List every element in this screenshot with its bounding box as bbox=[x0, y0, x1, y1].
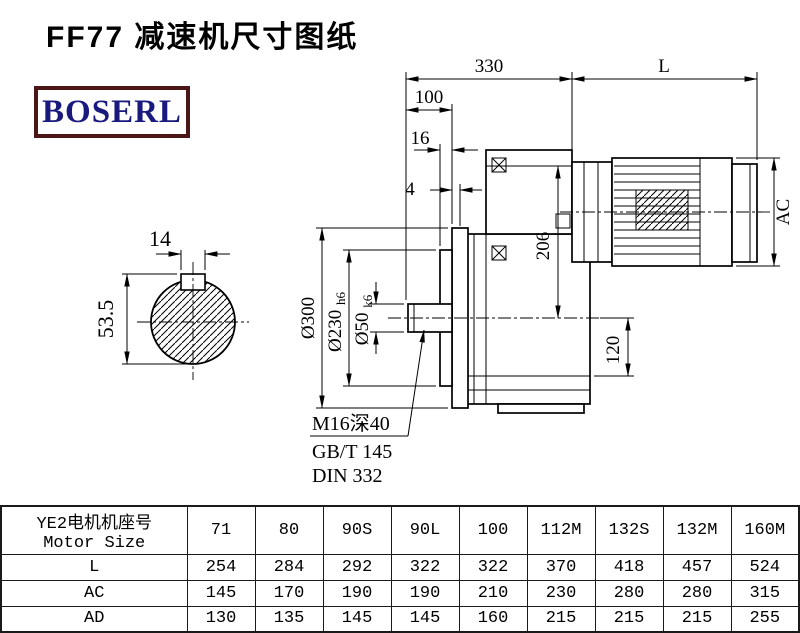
value-cell: 370 bbox=[526, 553, 596, 581]
dim-spigot-dia-value: Ø230 bbox=[325, 310, 346, 352]
row-label: L bbox=[0, 553, 188, 581]
motor-size-header-cn: YE2电机机座号 bbox=[36, 514, 153, 534]
value-cell: 215 bbox=[594, 605, 664, 633]
value-cell: 135 bbox=[254, 605, 324, 633]
brand-logo-text: BOSERL bbox=[42, 93, 182, 130]
brand-logo: BOSERL bbox=[34, 86, 190, 138]
size-col-header: 112M bbox=[526, 505, 596, 555]
value-cell: 284 bbox=[254, 553, 324, 581]
dim-16-label: 16 bbox=[411, 128, 430, 149]
row-label: AD bbox=[0, 605, 188, 633]
dim-120-label: 120 bbox=[603, 336, 624, 365]
dim-spigot-tolerance: h6 bbox=[333, 292, 348, 306]
size-col-header: 71 bbox=[186, 505, 256, 555]
dim-4-label: 4 bbox=[405, 179, 415, 200]
row-label: AC bbox=[0, 579, 188, 607]
bolt-symbol bbox=[491, 157, 507, 173]
value-cell: 160 bbox=[458, 605, 528, 633]
motor-size-header: YE2电机机座号 Motor Size bbox=[0, 505, 188, 555]
value-cell: 215 bbox=[526, 605, 596, 633]
size-col-header: 160M bbox=[730, 505, 800, 555]
dim-330-label: 330 bbox=[475, 56, 504, 77]
dimensions: 330 L 100 16 4 AC 206 bbox=[298, 56, 794, 409]
value-cell: 130 bbox=[186, 605, 256, 633]
standard-gbt-label: GB/T 145 bbox=[312, 441, 392, 463]
bolt-symbol bbox=[491, 245, 507, 261]
dim-key-height-label: 53.5 bbox=[93, 300, 118, 339]
value-cell: 457 bbox=[662, 553, 732, 581]
dim-shaft-dia-value: Ø50 bbox=[352, 313, 373, 346]
value-cell: 190 bbox=[390, 579, 460, 607]
dim-L-label: L bbox=[658, 56, 670, 77]
page-title: FF77 减速机尺寸图纸 bbox=[46, 21, 359, 54]
dim-shaft-dia-label: Ø50 k6 bbox=[352, 294, 375, 345]
size-col-header: 80 bbox=[254, 505, 324, 555]
value-cell: 315 bbox=[730, 579, 800, 607]
value-cell: 524 bbox=[730, 553, 800, 581]
value-cell: 322 bbox=[458, 553, 528, 581]
dim-key-width-label: 14 bbox=[149, 226, 171, 251]
thread-note: M16深40 GB/T 145 DIN 332 bbox=[310, 329, 425, 487]
tap-note-label: M16深40 bbox=[312, 412, 390, 435]
value-cell: 170 bbox=[254, 579, 324, 607]
dim-AC-label: AC bbox=[773, 199, 794, 225]
motor-size-header-en: Motor Size bbox=[43, 533, 146, 553]
table-row-AD: AD 130 135 145 145 160 215 215 215 255 bbox=[0, 605, 800, 633]
table-row-AC: AC 145 170 190 190 210 230 280 280 315 bbox=[0, 579, 800, 607]
standard-din-label: DIN 332 bbox=[312, 465, 383, 487]
value-cell: 190 bbox=[322, 579, 392, 607]
value-cell: 145 bbox=[322, 605, 392, 633]
value-cell: 255 bbox=[730, 605, 800, 633]
value-cell: 254 bbox=[186, 553, 256, 581]
shaft-section-view: 14 53.5 bbox=[93, 226, 249, 380]
table-row-L: L 254 284 292 322 322 370 418 457 524 bbox=[0, 553, 800, 581]
size-col-header: 132S bbox=[594, 505, 664, 555]
value-cell: 210 bbox=[458, 579, 528, 607]
dim-100-label: 100 bbox=[415, 87, 444, 108]
value-cell: 230 bbox=[526, 579, 596, 607]
table-header-row: YE2电机机座号 Motor Size 71 80 90S 90L 100 11… bbox=[0, 505, 800, 555]
value-cell: 145 bbox=[186, 579, 256, 607]
dim-spigot-dia-label: Ø230 h6 bbox=[325, 292, 348, 352]
value-cell: 280 bbox=[662, 579, 732, 607]
size-col-header: 90S bbox=[322, 505, 392, 555]
dim-206-label: 206 bbox=[533, 232, 554, 261]
dim-flange-dia-label: Ø300 bbox=[298, 297, 319, 339]
size-col-header: 100 bbox=[458, 505, 528, 555]
value-cell: 145 bbox=[390, 605, 460, 633]
value-cell: 418 bbox=[594, 553, 664, 581]
value-cell: 280 bbox=[594, 579, 664, 607]
size-table: YE2电机机座号 Motor Size 71 80 90S 90L 100 11… bbox=[0, 505, 800, 633]
reducer-side-view bbox=[388, 149, 770, 414]
dim-shaft-tolerance: k6 bbox=[360, 294, 375, 308]
size-col-header: 90L bbox=[390, 505, 460, 555]
value-cell: 322 bbox=[390, 553, 460, 581]
technical-drawing: 14 53.5 bbox=[93, 56, 794, 487]
value-cell: 292 bbox=[322, 553, 392, 581]
value-cell: 215 bbox=[662, 605, 732, 633]
size-col-header: 132M bbox=[662, 505, 732, 555]
